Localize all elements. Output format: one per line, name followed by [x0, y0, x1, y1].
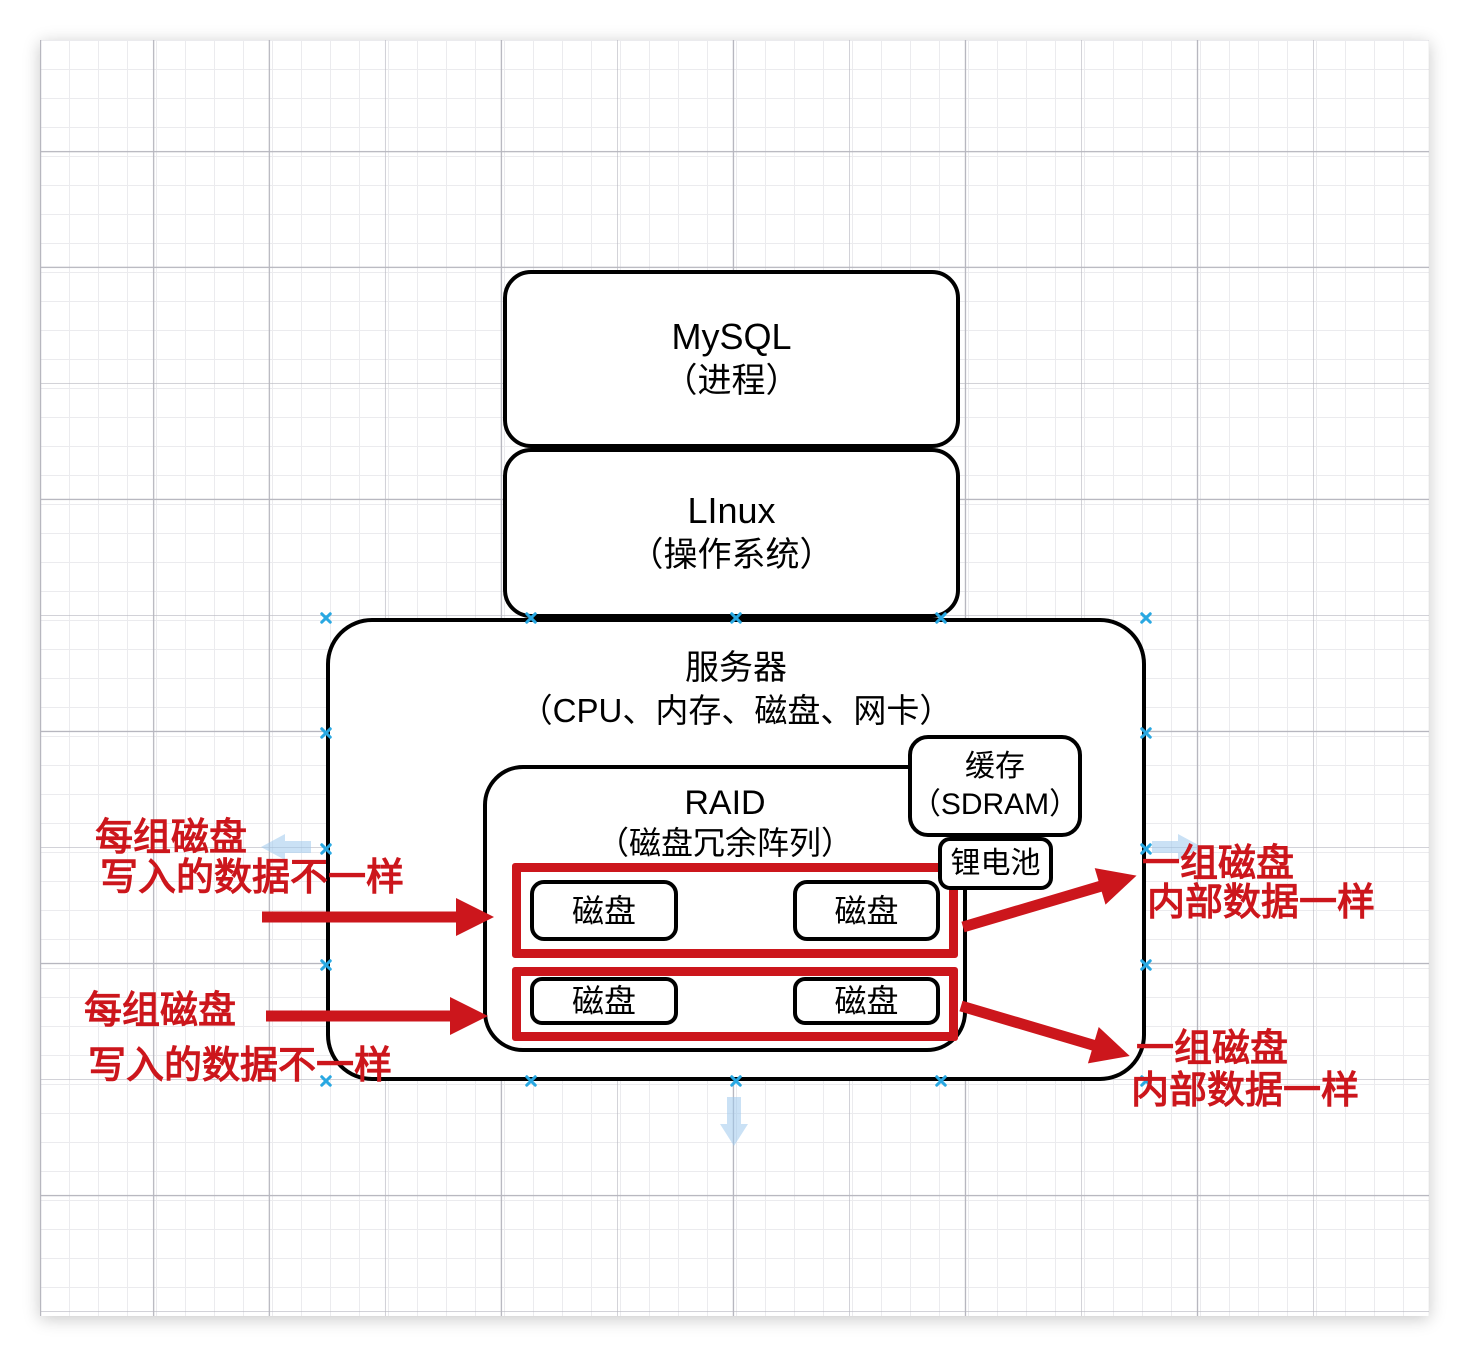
- disk-box[interactable]: 磁盘: [530, 977, 678, 1025]
- connection-point-marker[interactable]: [523, 1073, 540, 1090]
- annotation-left-bottom-line2[interactable]: 写入的数据不一样: [88, 1045, 393, 1087]
- linux-box[interactable]: LInux （操作系统）: [503, 448, 960, 618]
- connection-point-marker[interactable]: [318, 610, 335, 627]
- battery-label: 锂电池: [950, 846, 1041, 880]
- server-title: 服务器: [685, 649, 787, 687]
- connection-point-marker[interactable]: [318, 957, 335, 974]
- connection-point-marker[interactable]: [1138, 610, 1155, 627]
- connection-point-marker[interactable]: [1138, 957, 1155, 974]
- cache-title: 缓存: [965, 750, 1025, 783]
- disk-label: 磁盘: [571, 892, 636, 929]
- disk-label: 磁盘: [834, 983, 899, 1019]
- annotation-right-top-line2[interactable]: 内部数据一样: [1147, 882, 1376, 924]
- mysql-title: MySQL: [671, 316, 792, 357]
- connection-point-marker[interactable]: [318, 725, 335, 742]
- annotation-right-bottom-line2[interactable]: 内部数据一样: [1131, 1070, 1360, 1112]
- connection-point-marker[interactable]: [933, 610, 950, 627]
- annotation-left-bottom-line1[interactable]: 每组磁盘: [84, 990, 237, 1032]
- disk-group-1-outline[interactable]: [512, 863, 958, 958]
- disk-box[interactable]: 磁盘: [793, 977, 940, 1025]
- disk-box[interactable]: 磁盘: [793, 880, 940, 941]
- disk-label: 磁盘: [571, 983, 636, 1019]
- linux-title: LInux: [687, 490, 776, 531]
- direction-hint-down-arrow[interactable]: [720, 1097, 748, 1146]
- raid-subtitle: （磁盘冗余阵列）: [596, 825, 853, 861]
- connection-point-marker[interactable]: [523, 610, 540, 627]
- connection-point-marker[interactable]: [933, 1073, 950, 1090]
- annotation-left-top-line1[interactable]: 每组磁盘: [95, 817, 248, 859]
- mysql-subtitle: （进程）: [663, 362, 800, 400]
- annotation-right-bottom-line1[interactable]: 一组磁盘: [1136, 1028, 1289, 1070]
- disk-group-2-outline[interactable]: [512, 967, 958, 1041]
- raid-title: RAID: [684, 784, 766, 822]
- linux-subtitle: （操作系统）: [629, 536, 834, 574]
- disk-box[interactable]: 磁盘: [530, 880, 678, 941]
- connection-point-marker[interactable]: [318, 841, 335, 858]
- server-subtitle: （CPU、内存、磁盘、网卡）: [519, 692, 953, 729]
- cache-subtitle: （SDRAM）: [910, 788, 1080, 821]
- mysql-box[interactable]: MySQL （进程）: [503, 270, 960, 448]
- disk-label: 磁盘: [834, 892, 899, 929]
- cache-box[interactable]: 缓存 （SDRAM）: [908, 735, 1082, 837]
- annotation-right-top-line1[interactable]: 一组磁盘: [1142, 843, 1295, 885]
- connection-point-marker[interactable]: [728, 610, 745, 627]
- connection-point-marker[interactable]: [728, 1073, 745, 1090]
- battery-box[interactable]: 锂电池: [938, 837, 1053, 890]
- annotation-left-top-line2[interactable]: 写入的数据不一样: [100, 857, 405, 899]
- connection-point-marker[interactable]: [1138, 725, 1155, 742]
